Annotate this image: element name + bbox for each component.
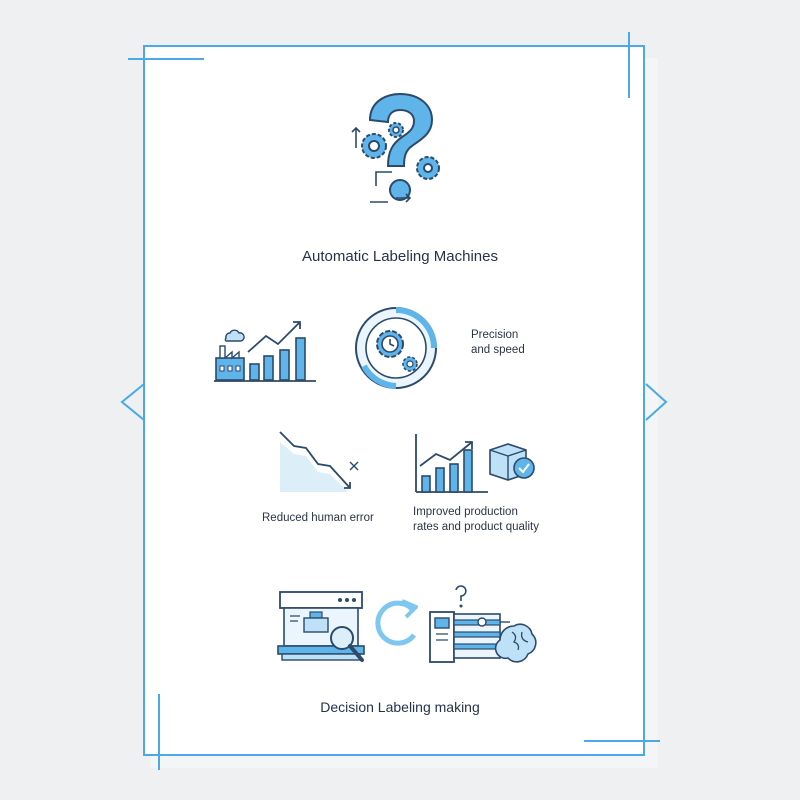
page-title: Automatic Labeling Machines — [302, 248, 498, 265]
machine-inspection-icon — [277, 591, 365, 662]
question-gears-icon — [351, 92, 440, 203]
precision-label: Precision and speed — [471, 329, 525, 356]
gear-clock-icon — [355, 307, 437, 389]
right-chevron-decor — [645, 383, 668, 421]
cycle-arrow-icon — [375, 599, 418, 646]
reduced-error-label: Reduced human error — [262, 512, 374, 524]
improved-label: Improved production rates and product qu… — [413, 506, 539, 533]
decor-line-top-right-v — [628, 32, 630, 98]
decor-line-bottom-left-v — [158, 694, 160, 770]
decision-label: Decision Labeling making — [320, 699, 480, 715]
decor-line-top-left — [128, 58, 204, 60]
left-chevron-decor — [120, 383, 145, 421]
machine-brain-icon — [429, 585, 537, 663]
growth-box-icon — [415, 434, 535, 493]
declining-chart-icon — [279, 431, 359, 492]
factory-chart-icon — [214, 321, 316, 382]
decor-line-bottom-right — [584, 740, 660, 742]
